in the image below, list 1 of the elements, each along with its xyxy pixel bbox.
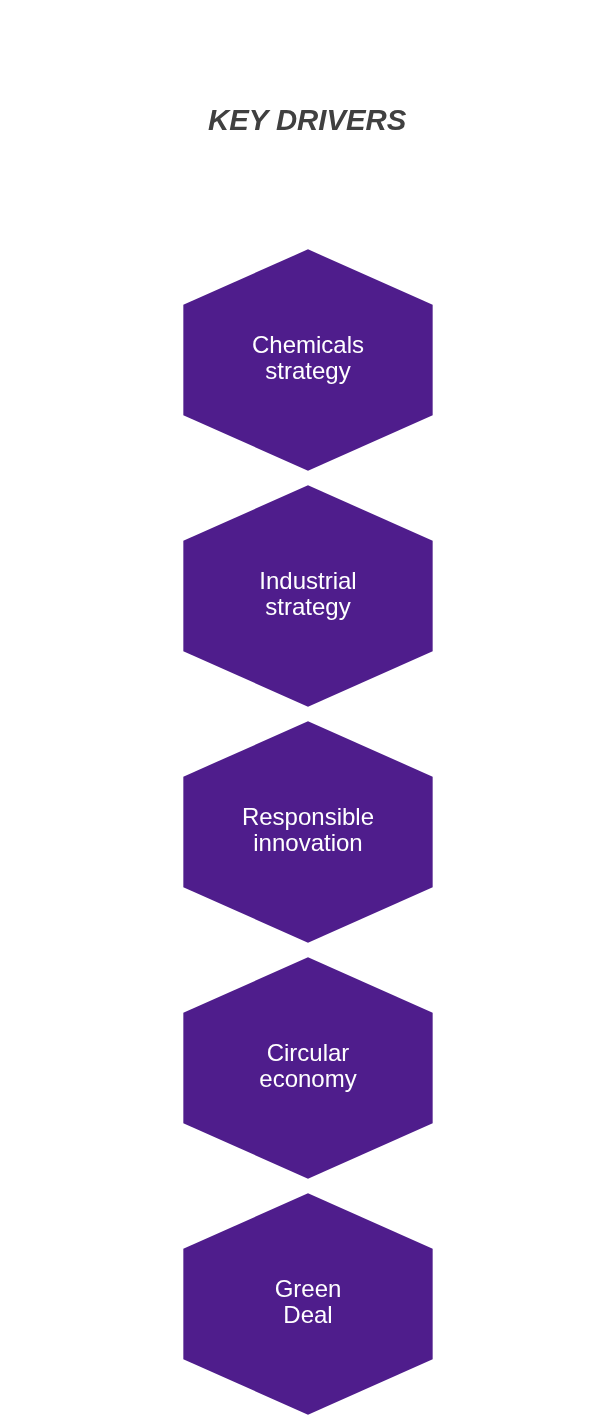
label: KEY DRIVERS — [207, 103, 406, 137]
